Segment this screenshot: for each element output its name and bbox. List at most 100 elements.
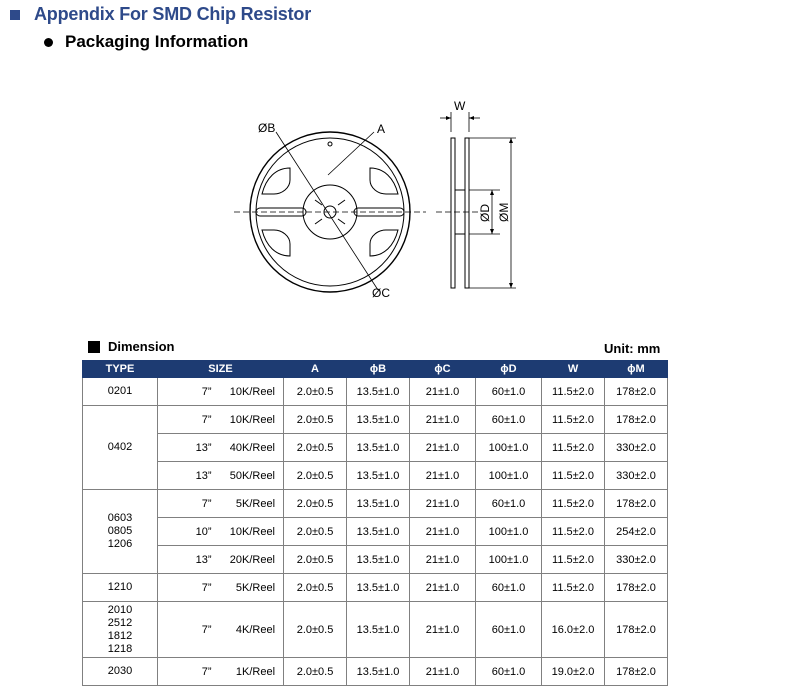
unit-label: Unit: mm [604, 341, 661, 356]
type-line: 0805 [107, 525, 133, 537]
cell-size: 7” [157, 377, 220, 406]
cell-d: 60±1.0 [475, 377, 543, 406]
table-row: 0402 7” 10K/Reel 2.0±0.5 13.5±1.0 21±1.0… [82, 405, 669, 490]
reel-window [261, 167, 291, 195]
type-line: 2010 [107, 603, 133, 616]
cell-w: 19.0±2.0 [541, 657, 606, 686]
reel-window [369, 167, 399, 195]
cell-reel: 10K/Reel [219, 377, 285, 406]
cell-d: 100±1.0 [475, 461, 543, 490]
cell-c: 21±1.0 [409, 405, 477, 434]
cell-w: 11.5±2.0 [541, 461, 606, 490]
leader-b-c [275, 131, 379, 291]
reel-hub-side [454, 189, 466, 235]
page-heading: Appendix For SMD Chip Resistor [10, 4, 311, 25]
header-b: ϕB [346, 360, 411, 378]
section-title: Packaging Information [65, 32, 249, 51]
cell-a: 2.0±0.5 [283, 489, 348, 518]
cell-d: 100±1.0 [475, 517, 543, 546]
header-w: W [541, 360, 606, 378]
header-type: TYPE [82, 360, 158, 378]
header-m: ϕM [604, 360, 669, 378]
cell-type: 0201 [82, 377, 158, 406]
leader-a [327, 131, 375, 176]
type-line: 1218 [107, 642, 133, 655]
type-line: 0603 [107, 512, 133, 524]
dimension-table: TYPE SIZE A ϕB ϕC ϕD W ϕM 0201 7” 10K/Re… [82, 360, 669, 686]
cell-w: 11.5±2.0 [541, 545, 606, 574]
cell-c: 21±1.0 [409, 517, 477, 546]
cell-b: 13.5±1.0 [346, 545, 411, 574]
cell-d: 60±1.0 [475, 405, 543, 434]
cell-m: 178±2.0 [604, 377, 669, 406]
cell-b: 13.5±1.0 [346, 517, 411, 546]
table-row: 13” 50K/Reel 2.0±0.5 13.5±1.0 21±1.0 100… [83, 461, 669, 490]
cell-c: 21±1.0 [409, 461, 477, 490]
cell-m: 330±2.0 [604, 461, 669, 490]
cell-c: 21±1.0 [409, 545, 477, 574]
cell-size: 7” [157, 657, 220, 686]
type-line: 1206 [107, 538, 133, 550]
table-row: 2010 2512 1812 1218 7” 4K/Reel 2.0±0.5 1… [82, 601, 669, 658]
table-row: 13” 20K/Reel 2.0±0.5 13.5±1.0 21±1.0 100… [83, 545, 669, 574]
table-row: 13” 40K/Reel 2.0±0.5 13.5±1.0 21±1.0 100… [83, 433, 669, 462]
label-m: ØM [497, 203, 511, 222]
dimension-title: Dimension [108, 339, 175, 354]
cell-w: 11.5±2.0 [541, 377, 606, 406]
cell-b: 13.5±1.0 [346, 601, 411, 658]
table-row: 0201 7” 10K/Reel 2.0±0.5 13.5±1.0 21±1.0… [82, 377, 669, 406]
cell-a: 2.0±0.5 [283, 517, 348, 546]
cell-w: 11.5±2.0 [541, 517, 606, 546]
cell-w: 11.5±2.0 [541, 433, 606, 462]
cell-c: 21±1.0 [409, 377, 477, 406]
cell-a: 2.0±0.5 [283, 377, 348, 406]
cell-b: 13.5±1.0 [346, 657, 411, 686]
type-line: 1812 [107, 629, 133, 642]
cell-reel: 40K/Reel [219, 433, 285, 462]
reel-diagram: ØB A ØC W ØD ØM [234, 99, 516, 300]
reel-drive-pin [327, 141, 333, 147]
cell-reel: 50K/Reel [219, 461, 285, 490]
cell-w: 11.5±2.0 [541, 573, 606, 602]
header-c: ϕC [409, 360, 477, 378]
cell-size: 7” [157, 573, 220, 602]
cell-d: 60±1.0 [475, 601, 543, 658]
cell-d: 60±1.0 [475, 657, 543, 686]
cell-reel: 5K/Reel [219, 489, 285, 518]
cell-b: 13.5±1.0 [346, 405, 411, 434]
reel-flange-left [450, 137, 456, 289]
cell-a: 2.0±0.5 [283, 545, 348, 574]
cell-size: 13” [157, 461, 220, 490]
cell-b: 13.5±1.0 [346, 377, 411, 406]
cell-w: 11.5±2.0 [541, 489, 606, 518]
dimension-heading: Dimension [88, 339, 174, 354]
cell-m: 178±2.0 [604, 573, 669, 602]
cell-type: 2030 [82, 657, 158, 686]
cell-w: 16.0±2.0 [541, 601, 606, 658]
cell-c: 21±1.0 [409, 433, 477, 462]
cell-d: 100±1.0 [475, 433, 543, 462]
cell-a: 2.0±0.5 [283, 433, 348, 462]
cell-m: 178±2.0 [604, 489, 669, 518]
cell-reel: 10K/Reel [219, 405, 285, 434]
cell-size: 10” [157, 517, 220, 546]
cell-type: 1210 [82, 573, 158, 602]
table-row: 2030 7” 1K/Reel 2.0±0.5 13.5±1.0 21±1.0 … [82, 657, 669, 686]
reel-window [369, 229, 399, 257]
table-header-row: TYPE SIZE A ϕB ϕC ϕD W ϕM [82, 360, 669, 378]
table-row: 10” 10K/Reel 2.0±0.5 13.5±1.0 21±1.0 100… [83, 517, 669, 546]
label-w: W [454, 99, 466, 113]
header-a: A [283, 360, 348, 378]
cell-b: 13.5±1.0 [346, 433, 411, 462]
cell-size: 7” [157, 489, 220, 518]
cell-d: 60±1.0 [475, 489, 543, 518]
cell-size: 13” [157, 433, 220, 462]
cell-c: 21±1.0 [409, 489, 477, 518]
cell-size: 7” [157, 601, 220, 658]
reel-window [261, 229, 291, 257]
label-d: ØD [478, 204, 492, 222]
cell-b: 13.5±1.0 [346, 461, 411, 490]
cell-b: 13.5±1.0 [346, 489, 411, 518]
cell-a: 2.0±0.5 [283, 461, 348, 490]
header-size: SIZE [156, 360, 285, 378]
